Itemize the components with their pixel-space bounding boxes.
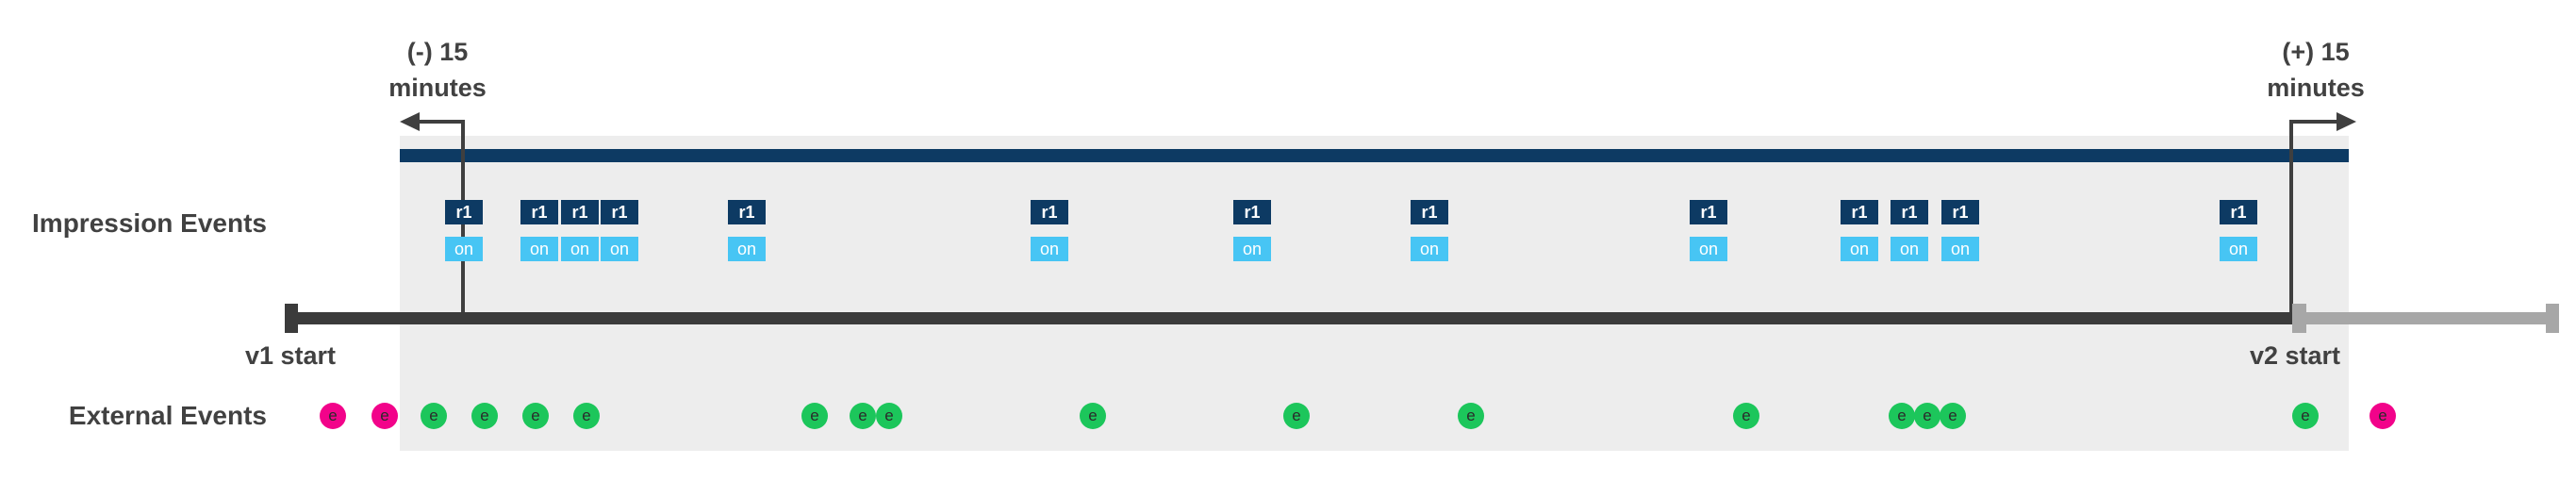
on-box: on bbox=[1841, 237, 1878, 261]
r1-box: r1 bbox=[1233, 200, 1271, 224]
minus-15-minutes-label: (-) 15 minutes bbox=[324, 34, 551, 106]
external-event-dot-magenta: e bbox=[320, 403, 346, 429]
on-box: on bbox=[1411, 237, 1448, 261]
external-event-dot-green: e bbox=[2292, 403, 2319, 429]
external-event-dot-green: e bbox=[801, 403, 828, 429]
external-event-dot-green: e bbox=[1914, 403, 1940, 429]
plus-15-marker-line bbox=[2289, 120, 2293, 312]
experiment-window-panel bbox=[400, 136, 2349, 451]
v1-timeline-bar bbox=[285, 312, 2292, 324]
campaign-duration-bar bbox=[400, 149, 2349, 162]
r1-box: r1 bbox=[1031, 200, 1068, 224]
minus-15-arrow-shaft bbox=[418, 120, 463, 124]
impression-events-row-label: Impression Events bbox=[32, 208, 267, 238]
on-box: on bbox=[2220, 237, 2257, 261]
on-box: on bbox=[520, 237, 558, 261]
arrow-right-icon bbox=[2337, 112, 2356, 131]
r1-box: r1 bbox=[445, 200, 483, 224]
r1-box: r1 bbox=[601, 200, 638, 224]
on-box: on bbox=[1031, 237, 1068, 261]
plus-15-line2: minutes bbox=[2267, 74, 2365, 102]
minus-15-line2: minutes bbox=[388, 74, 487, 102]
external-event-dot-green: e bbox=[1940, 403, 1966, 429]
external-event-dot-green: e bbox=[471, 403, 498, 429]
v2-start-label: v2 start bbox=[2249, 341, 2341, 370]
r1-box: r1 bbox=[1941, 200, 1979, 224]
r1-box: r1 bbox=[2220, 200, 2257, 224]
external-events-row-label: External Events bbox=[68, 401, 267, 430]
r1-box: r1 bbox=[1411, 200, 1448, 224]
r1-box: r1 bbox=[728, 200, 766, 224]
v2-timeline-bar bbox=[2292, 312, 2559, 324]
on-box: on bbox=[1233, 237, 1271, 261]
plus-15-minutes-label: (+) 15 minutes bbox=[2203, 34, 2429, 106]
on-box: on bbox=[1941, 237, 1979, 261]
external-event-dot-magenta: e bbox=[2370, 403, 2396, 429]
external-event-dot-magenta: e bbox=[372, 403, 398, 429]
external-event-dot-green: e bbox=[522, 403, 549, 429]
r1-box: r1 bbox=[1841, 200, 1878, 224]
external-event-dot-green: e bbox=[1283, 403, 1310, 429]
r1-box: r1 bbox=[561, 200, 599, 224]
external-event-dot-green: e bbox=[1458, 403, 1484, 429]
v1-start-label: v1 start bbox=[244, 341, 337, 370]
r1-box: r1 bbox=[1891, 200, 1928, 224]
external-event-dot-green: e bbox=[850, 403, 876, 429]
plus-15-arrow-shaft bbox=[2291, 120, 2337, 124]
on-box: on bbox=[445, 237, 483, 261]
minus-15-line1: (-) 15 bbox=[406, 38, 469, 66]
arrow-left-icon bbox=[400, 112, 420, 131]
on-box: on bbox=[728, 237, 766, 261]
external-event-dot-green: e bbox=[573, 403, 600, 429]
on-box: on bbox=[1690, 237, 1727, 261]
v2-end-cap bbox=[2546, 304, 2559, 333]
on-box: on bbox=[1891, 237, 1928, 261]
external-event-dot-green: e bbox=[876, 403, 902, 429]
plus-15-line1: (+) 15 bbox=[2282, 38, 2350, 66]
external-event-dot-green: e bbox=[1080, 403, 1106, 429]
r1-box: r1 bbox=[1690, 200, 1727, 224]
external-event-dot-green: e bbox=[421, 403, 447, 429]
on-box: on bbox=[561, 237, 599, 261]
external-event-dot-green: e bbox=[1733, 403, 1759, 429]
external-event-dot-green: e bbox=[1889, 403, 1915, 429]
r1-box: r1 bbox=[520, 200, 558, 224]
on-box: on bbox=[601, 237, 638, 261]
